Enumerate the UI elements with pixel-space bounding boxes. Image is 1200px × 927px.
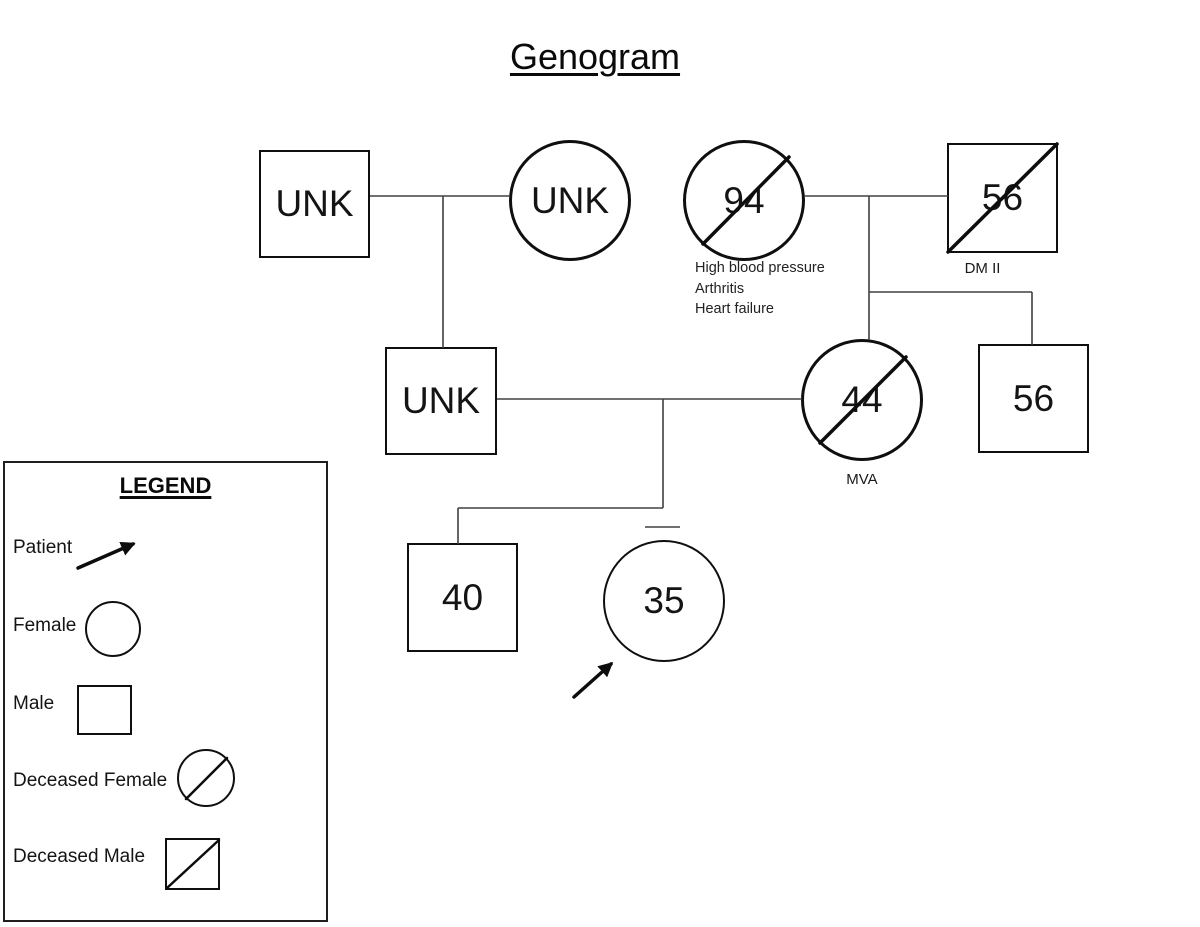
legend-title: LEGEND bbox=[119, 473, 212, 498]
node-brother: 40 bbox=[407, 543, 518, 652]
legend-box: LEGEND Patient Female Male Deceased Fema… bbox=[3, 461, 328, 922]
note-line: Arthritis bbox=[695, 280, 745, 297]
male-square-icon bbox=[77, 685, 132, 735]
node-uncle: 56 bbox=[978, 344, 1089, 453]
node-grandmother-right: 94 bbox=[683, 140, 805, 261]
note-line: High blood pressure bbox=[695, 260, 825, 276]
node-label: UNK bbox=[275, 183, 354, 224]
diagram-title: Genogram bbox=[509, 36, 681, 77]
legend-label-deceased-female: Deceased Female bbox=[13, 770, 168, 791]
node-mother: 44 bbox=[801, 339, 923, 461]
node-label: 56 bbox=[981, 177, 1024, 218]
deceased-male-square-icon bbox=[165, 838, 220, 890]
node-label: 44 bbox=[841, 379, 883, 420]
legend-label-male: Male bbox=[13, 693, 55, 714]
patient-arrow-icon bbox=[572, 662, 614, 699]
mother-note: MVA bbox=[846, 471, 878, 488]
legend-label-female: Female bbox=[13, 615, 77, 636]
node-label: 94 bbox=[723, 179, 765, 221]
grandmother-right-health-notes: High blood pressure Arthritis Heart fail… bbox=[695, 258, 825, 320]
female-circle-icon bbox=[85, 601, 141, 657]
node-grandmother-left: UNK bbox=[509, 140, 631, 261]
note-line: Heart failure bbox=[695, 301, 774, 318]
node-label: UNK bbox=[401, 380, 481, 421]
node-father: UNK bbox=[385, 347, 497, 455]
legend-label-deceased-male: Deceased Male bbox=[13, 846, 146, 867]
node-label: UNK bbox=[530, 179, 610, 221]
node-label: 40 bbox=[441, 576, 484, 618]
deceased-female-circle-icon bbox=[177, 749, 235, 807]
node-grandfather-right: 56 bbox=[947, 143, 1058, 253]
node-label: 56 bbox=[1012, 377, 1055, 419]
grandfather-right-note: DM II bbox=[964, 260, 1001, 277]
node-label: 35 bbox=[643, 580, 685, 621]
node-patient: 35 bbox=[603, 540, 725, 662]
node-grandfather-left: UNK bbox=[259, 150, 370, 258]
legend-label-patient: Patient bbox=[13, 537, 73, 558]
